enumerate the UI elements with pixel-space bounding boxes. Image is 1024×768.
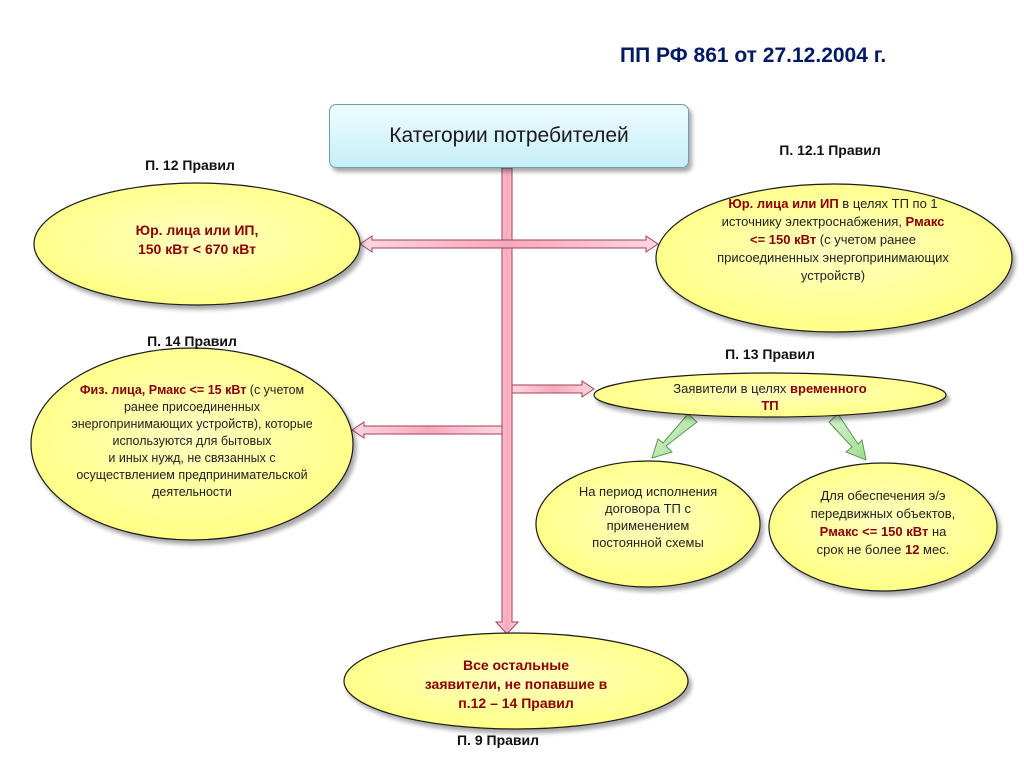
node-p12-1-bold1: Юр. лица или ИП <box>728 196 839 211</box>
node-p12-ellipse <box>33 182 361 306</box>
node-p12-1-text: Юр. лица или ИП в целях ТП по 1 источник… <box>716 194 950 327</box>
node-temp-mobile-text2: на срок не более <box>816 524 947 557</box>
root-category-box: Категории потребителей <box>329 104 689 168</box>
green-arrow-left <box>651 413 698 459</box>
ref-label-p9: П. 9 Правил <box>456 732 540 748</box>
node-p12-1-ellipse <box>655 183 1013 333</box>
node-p9-line3: п.12 – 14 Правил <box>458 694 574 711</box>
node-p14-text2: и иных нужд, не связанных с осуществлени… <box>76 451 308 499</box>
ref-label-p14: П. 14 Правил <box>147 333 237 349</box>
node-p13-ellipse <box>593 372 947 418</box>
arrow-p13 <box>511 380 595 398</box>
node-p13-bold2: ТП <box>761 398 779 413</box>
node-temp-mobile-ellipse <box>768 462 998 592</box>
trunk-arrow <box>494 167 520 635</box>
ref-label-p13: П. 13 Правил <box>725 346 815 362</box>
node-p13-bold1: временного <box>790 381 867 396</box>
node-p12-line2: 150 кВт < 670 кВт <box>137 241 257 257</box>
node-p9-line1: Все остальные <box>462 656 570 673</box>
node-p9-line2: заявители, не попавшие в <box>424 675 608 692</box>
green-arrow-right <box>828 413 867 461</box>
node-temp-mobile-bold1: Рмакс <= 150 кВт <box>819 524 929 539</box>
node-p12-1-text2: (с учетом ранее присоединенных энергопри… <box>717 232 949 283</box>
node-p13-text1: Заявители в целях <box>673 381 791 396</box>
node-p14-text: Физ. лица, Рмакс <= 15 кВт (с учетом ран… <box>62 382 322 540</box>
node-p14-bold1: Физ. лица, Рмакс <= 15 кВт <box>79 383 247 397</box>
node-p12-text: Юр. лица или ИП, 150 кВт < 670 кВт <box>60 215 334 265</box>
node-p14-ellipse <box>30 347 354 541</box>
double-arrow-p12 <box>359 235 659 253</box>
node-temp-mobile-text: Для обеспечения э/э передвижных объектов… <box>805 487 961 575</box>
node-p13-text: Заявители в целях временного ТП <box>640 380 900 416</box>
node-p12-1-bold2: Рмакс <= 150 кВт <box>750 214 945 247</box>
node-temp-mobile-bold2: 12 <box>904 542 920 557</box>
node-p12-1-text1: в целях ТП по 1 источнику электроснабжен… <box>721 196 938 229</box>
node-p14-text1: (с учетом ранее присоединенных энергопри… <box>71 383 313 448</box>
page-title: ПП РФ 861 от 27.12.2004 г. <box>620 44 887 67</box>
node-p9-ellipse <box>343 632 689 730</box>
node-temp-permanent-ellipse <box>535 460 761 588</box>
node-temp-mobile-text3: мес. <box>919 542 950 557</box>
ref-label-p12-1: П. 12.1 Правил <box>779 142 881 158</box>
node-p9-text: Все остальные заявители, не попавшие в п… <box>380 654 652 714</box>
node-temp-mobile-text1: Для обеспечения э/э передвижных объектов… <box>810 488 956 521</box>
node-temp-permanent-text: На период исполнения договора ТП с приме… <box>578 484 718 550</box>
ref-label-p12: П. 12 Правил <box>145 157 235 173</box>
arrow-p14 <box>351 421 503 439</box>
node-p12-line1: Юр. лица или ИП, <box>135 222 259 238</box>
